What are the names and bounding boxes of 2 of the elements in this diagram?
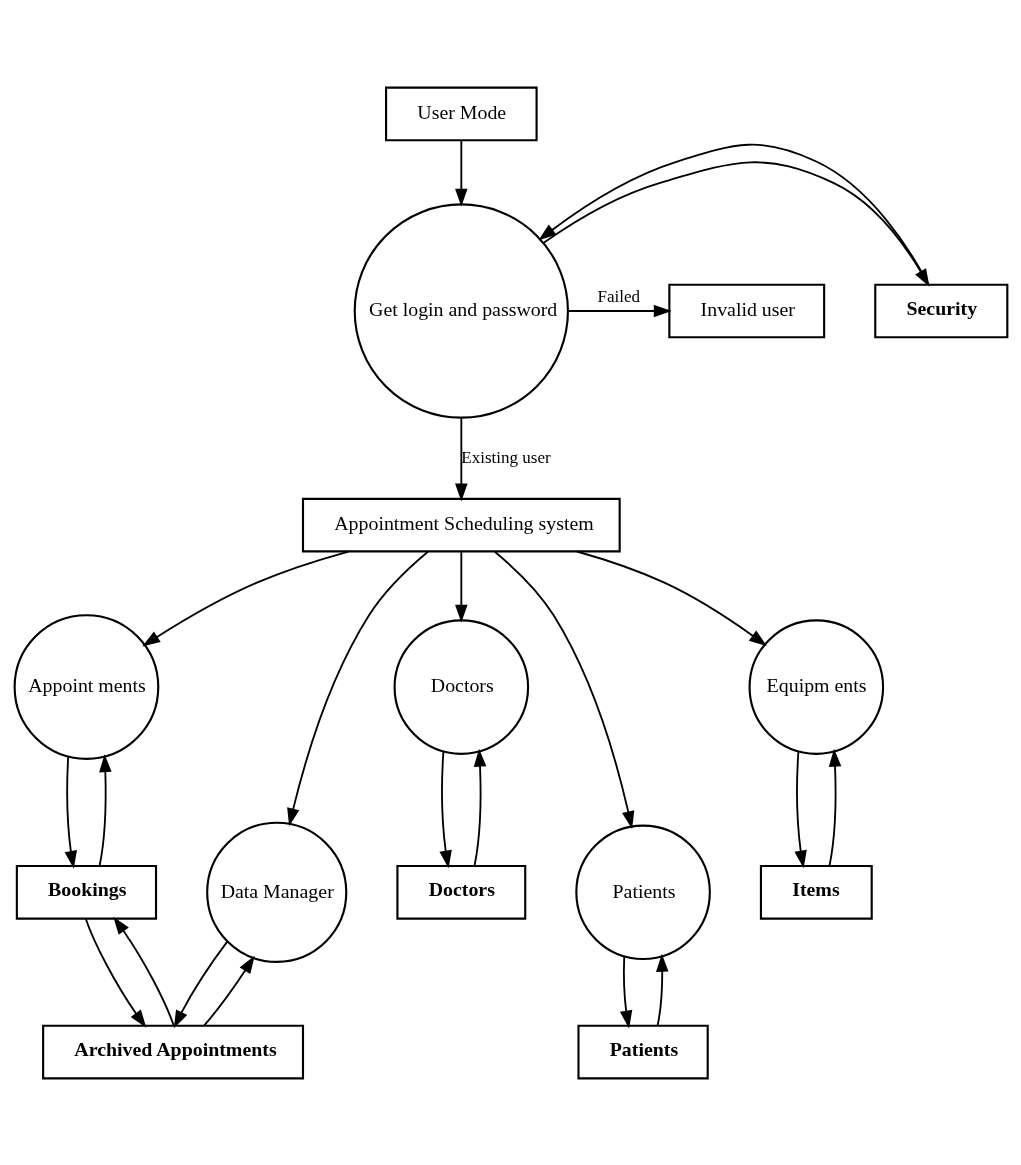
edge-label: Existing user [460,447,551,467]
edge-label: Failed [596,286,640,306]
